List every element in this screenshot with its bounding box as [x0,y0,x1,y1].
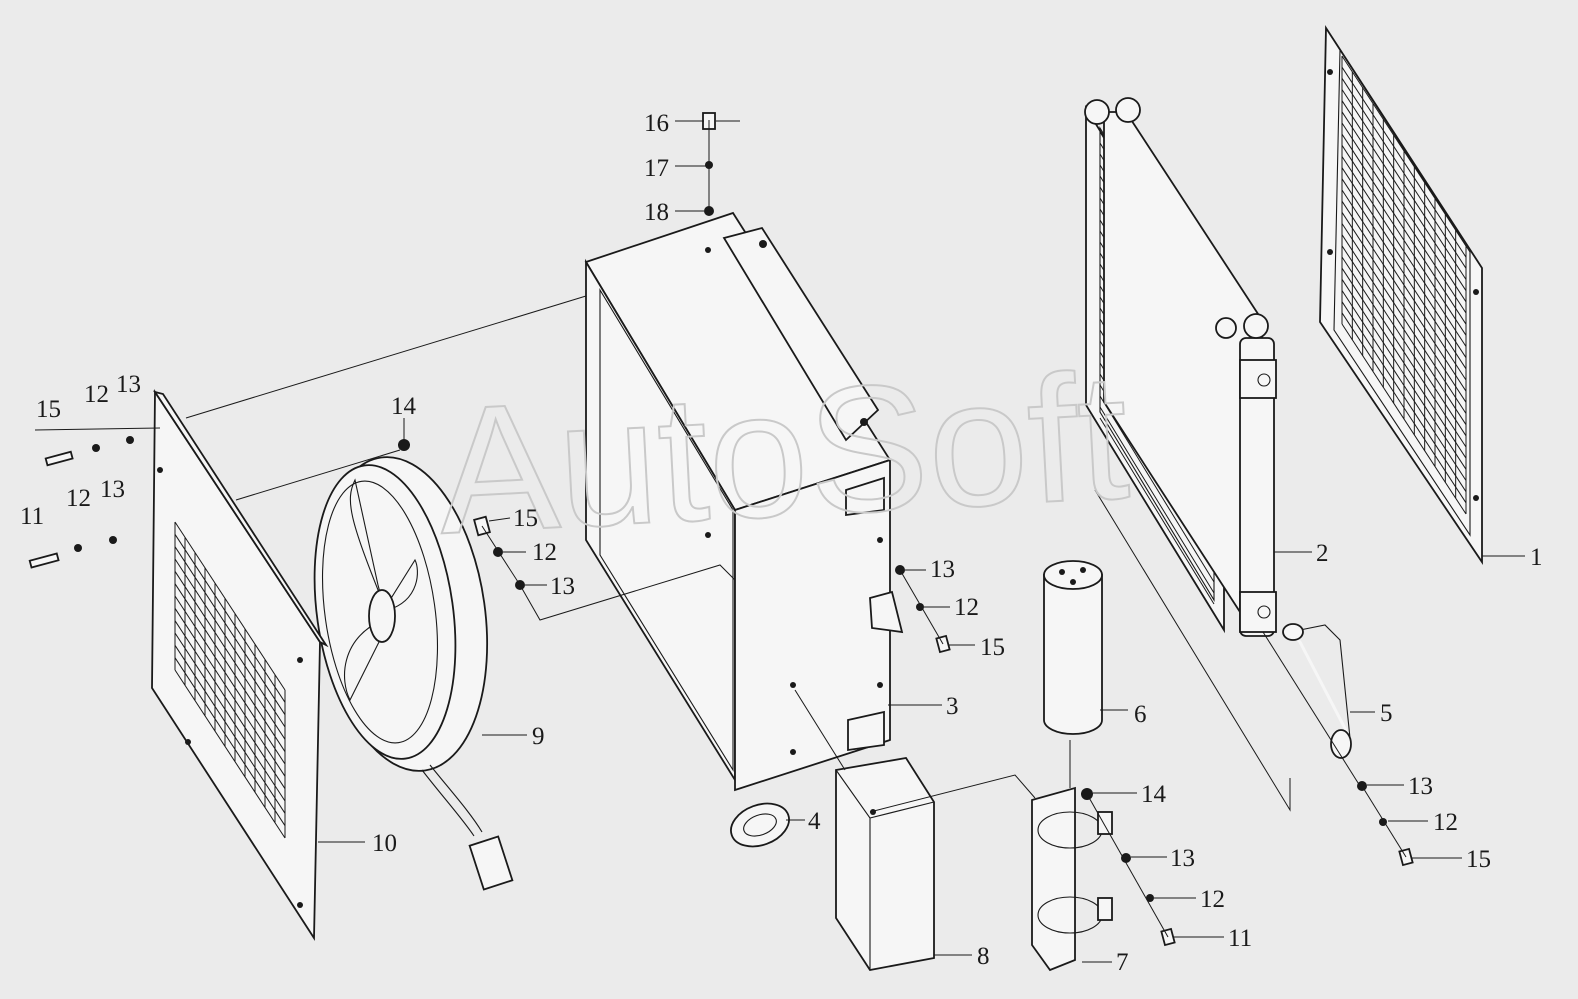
part-1-rear-grille [1319,25,1483,565]
callout-15-c: 15 [980,634,1005,661]
callout-9: 9 [532,723,545,750]
callout-6: 6 [1134,701,1147,728]
callout-14-a: 14 [391,393,417,420]
callout-13-d: 13 [930,556,955,583]
part-7-bracket [1031,786,1113,972]
callout-3: 3 [946,693,959,720]
callout-12-a: 12 [84,381,109,408]
callout-12-e: 12 [1200,886,1225,913]
part-2-condenser [1084,97,1277,637]
callout-18: 18 [644,199,669,226]
callout-5: 5 [1380,700,1393,727]
callout-1: 1 [1530,544,1543,571]
callout-13-e: 13 [1170,845,1195,872]
leader-lines [318,120,1525,963]
callout-12-c: 12 [532,539,557,566]
callout-13-c: 13 [550,573,575,600]
callout-14-b: 14 [1141,781,1167,808]
part-5-pipe [1282,623,1352,759]
callout-labels: 1 2 3 4 5 6 7 8 9 10 11 11 12 12 12 12 1… [20,110,1543,976]
callout-8: 8 [977,943,990,970]
callout-12-d: 12 [954,594,979,621]
callout-11-right: 11 [1228,925,1252,952]
callout-11-left: 11 [20,503,44,530]
part-6-receiver-drier [1043,560,1103,735]
callout-12-b: 12 [66,485,91,512]
watermark-text: AutoSoft [433,335,1133,572]
callout-13-f: 13 [1408,773,1433,800]
callout-7: 7 [1116,949,1129,976]
callout-12-f: 12 [1433,809,1458,836]
part-10-front-panel [151,389,329,941]
callout-16: 16 [644,110,669,137]
part-9-fan [313,456,514,891]
callout-17: 17 [644,155,669,182]
callout-15-a: 15 [36,396,61,423]
callout-13-a: 13 [116,371,141,398]
callout-2: 2 [1316,540,1329,567]
callout-4: 4 [808,808,821,835]
callout-10: 10 [372,830,397,857]
part-8-channel [835,757,935,971]
assembly-lines [34,120,1407,938]
callout-13-b: 13 [100,476,125,503]
callout-15-b: 15 [513,505,538,532]
part-3-housing [584,211,904,792]
callout-15-d: 15 [1466,846,1491,873]
part-4-grommet [730,802,790,848]
